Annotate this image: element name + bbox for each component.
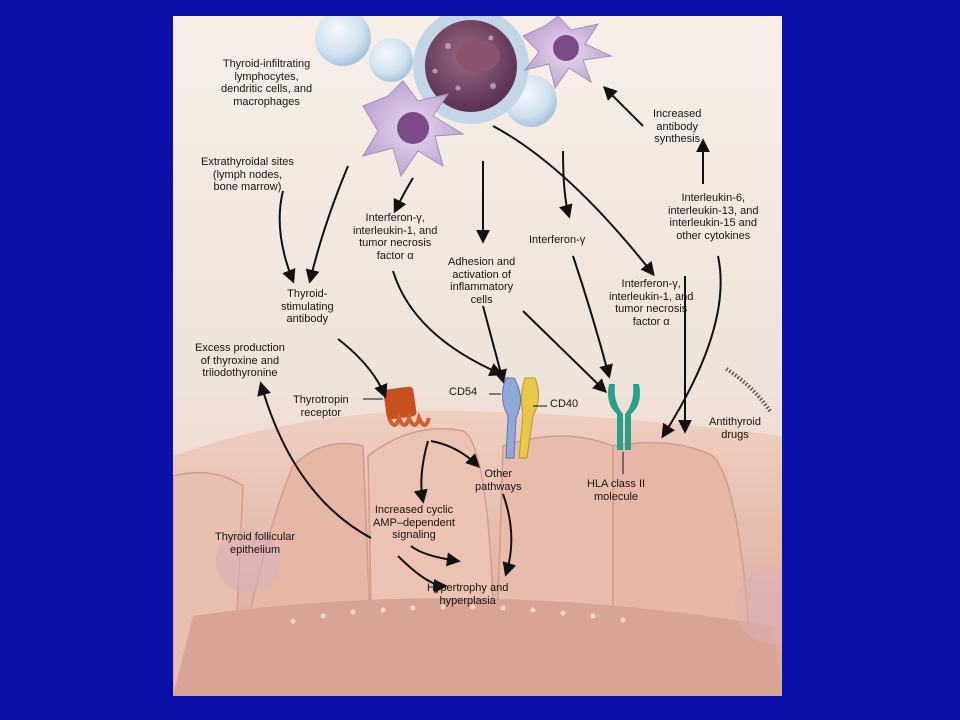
leader-lines <box>363 393 547 407</box>
label-hla-class-ii: HLA class II molecule <box>587 478 646 503</box>
label-interleukins: Interleukin-6, interleukin-13, and inter… <box>668 192 759 242</box>
diagram-panel: Thyroid-infiltrating lymphocytes, dendri… <box>173 16 782 696</box>
label-interferon-gamma: Interferon-γ <box>529 234 586 246</box>
thyrotropin-receptor <box>383 386 431 427</box>
label-cd54: CD54 <box>449 386 478 398</box>
label-adhesion-activation: Adhesion and activation of inflammatory … <box>448 256 516 306</box>
label-cd40: CD40 <box>550 398 579 410</box>
label-antithyroid-drugs: Antithyroid drugs <box>709 416 761 441</box>
cd54-molecule <box>502 377 521 459</box>
label-extrathyroidal-sites: Extrathyroidal sites (lymph nodes, bone … <box>201 156 294 193</box>
cd40-molecule <box>518 377 539 459</box>
hla-class-ii-molecule <box>608 384 640 474</box>
label-thyrotropin-receptor: Thyrotropin receptor <box>293 394 349 419</box>
drug-inhibition-line <box>723 366 772 413</box>
label-infiltrating-cells: Thyroid-infiltrating lymphocytes, dendri… <box>221 58 313 108</box>
pathway-arrows <box>257 86 722 593</box>
label-hypertrophy-hyperplasia: Hypertrophy and hyperplasia <box>427 582 509 607</box>
label-excess-production: Excess production of thyroxine and triio… <box>195 342 285 379</box>
label-other-pathways: Other pathways <box>475 468 522 493</box>
label-cytokines-right: Interferon-γ, interleukin-1, and tumor n… <box>609 278 694 328</box>
label-increased-antibody: Increased antibody synthesis <box>653 108 702 145</box>
label-cytokines-left: Interferon-γ, interleukin-1, and tumor n… <box>353 212 438 262</box>
label-thyroid-stimulating-antibody: Thyroid- stimulating antibody <box>281 288 334 325</box>
label-follicular-epithelium: Thyroid follicular epithelium <box>215 531 296 556</box>
diagram-illustration <box>173 16 782 696</box>
immune-cells <box>315 16 613 178</box>
label-camp-signaling: Increased cyclic AMP–dependent signaling <box>373 504 455 541</box>
thyroid-follicle <box>173 410 782 696</box>
